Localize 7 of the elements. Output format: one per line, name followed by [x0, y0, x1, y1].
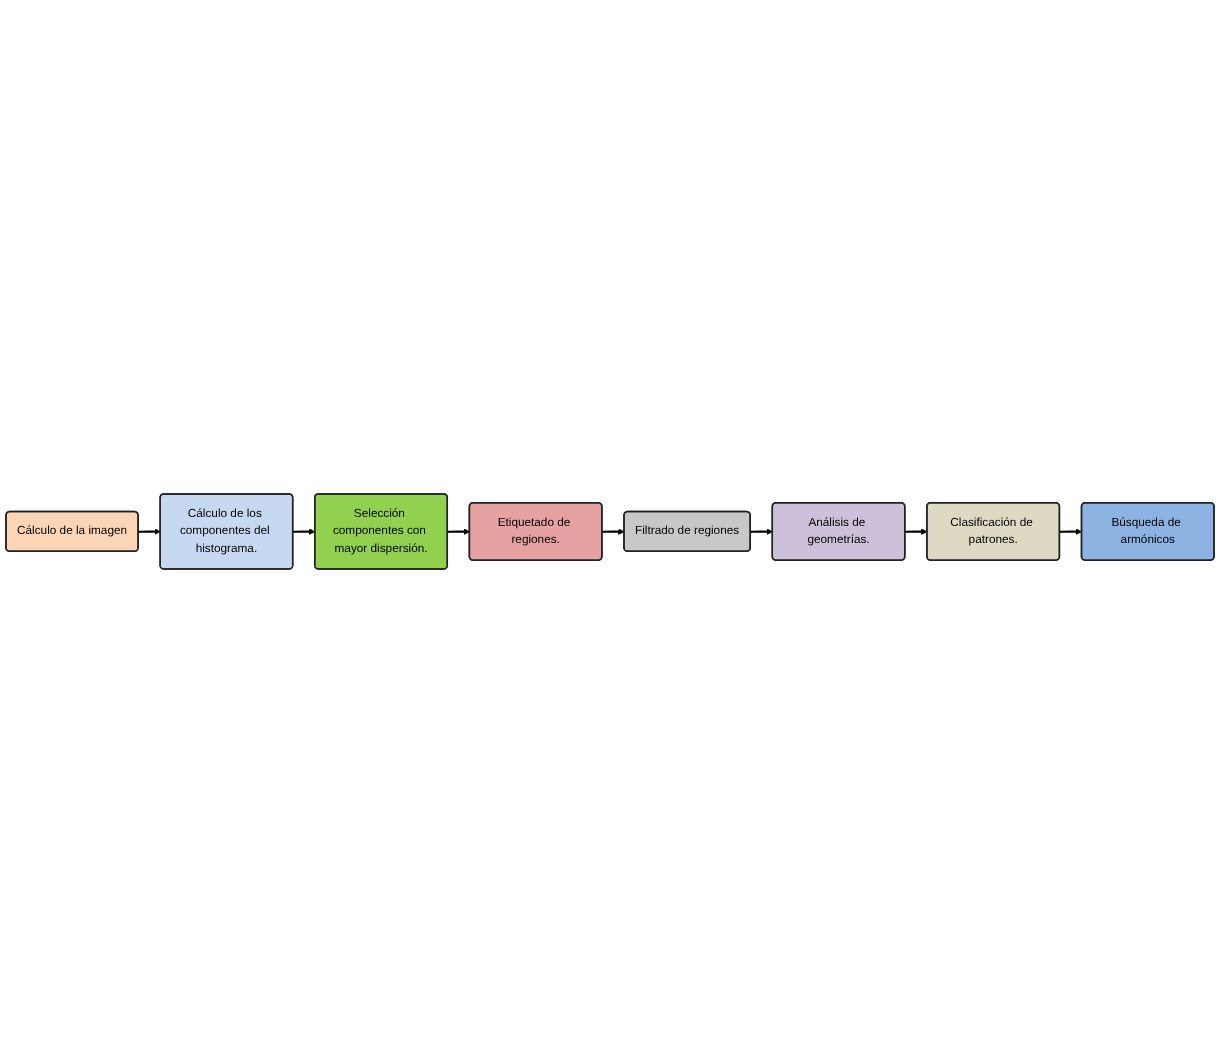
arrow — [293, 527, 316, 535]
arrow — [602, 527, 625, 535]
arrow — [447, 527, 471, 535]
arrow — [1059, 527, 1083, 535]
arrow — [905, 527, 928, 535]
arrow — [138, 527, 161, 535]
arrow — [750, 527, 773, 535]
